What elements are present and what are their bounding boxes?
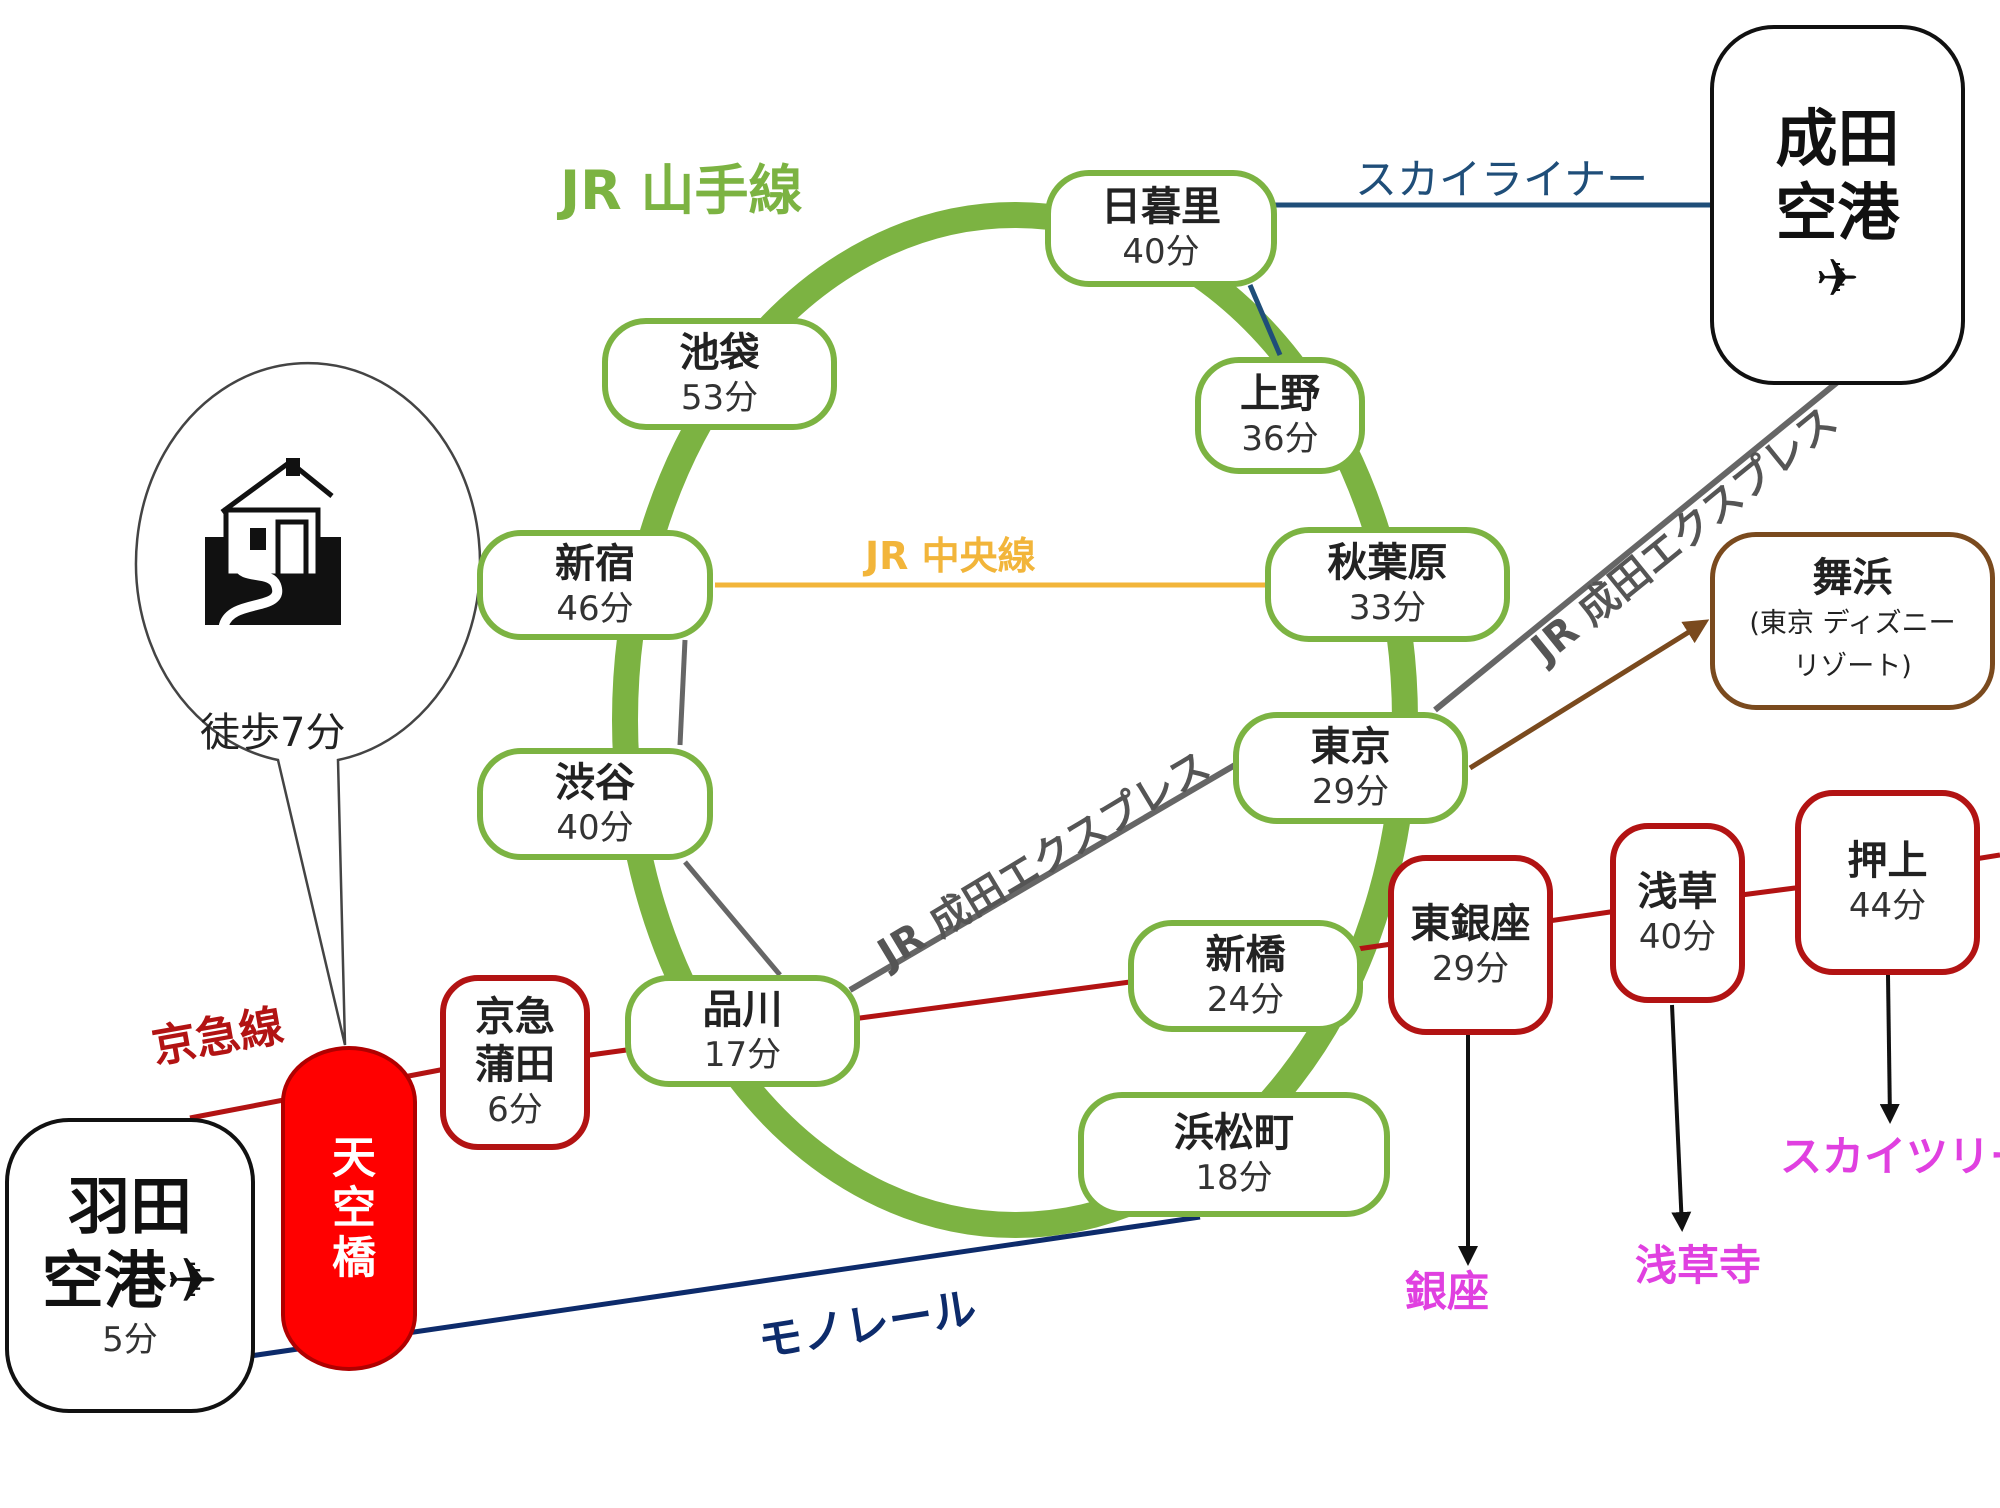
- station-oshiage-time: 44分: [1848, 886, 1927, 927]
- nex-line-lower: [848, 762, 1237, 993]
- station-shimbashi[interactable]: 新橋 24分: [1128, 920, 1363, 1032]
- station-keikyu-kamata-time: 6分: [487, 1090, 543, 1131]
- skyliner-line-label: スカイライナー: [1355, 155, 1649, 204]
- station-shinagawa[interactable]: 品川 17分: [625, 975, 860, 1087]
- station-ikebukuro[interactable]: 池袋 53分: [602, 318, 837, 430]
- nex-line-west-b: [683, 860, 782, 977]
- destination-sensoji: 浅草寺: [1635, 1241, 1762, 1290]
- station-maihama-desc-1: (東京 ディズニー: [1749, 607, 1956, 639]
- station-tenkubashi[interactable]: 天空橋: [281, 1046, 417, 1371]
- station-shimbashi-time: 24分: [1206, 979, 1285, 1020]
- nex-line-west-a: [677, 639, 688, 746]
- station-hamamatsucho-time: 18分: [1195, 1158, 1273, 1199]
- station-hamamatsucho-name: 浜松町: [1174, 1110, 1294, 1157]
- skyliner-line-branch: [1247, 284, 1283, 356]
- station-ueno[interactable]: 上野 36分: [1195, 357, 1365, 474]
- destination-skytree: スカイツリー: [1780, 1132, 2000, 1181]
- nex-line-upper: [1433, 377, 1842, 713]
- sensoji-arrow: [1670, 1004, 1692, 1232]
- destination-ginza: 銀座: [1405, 1267, 1490, 1316]
- station-asakusa[interactable]: 浅草 40分: [1610, 823, 1745, 1003]
- station-higashi-ginza-time: 29分: [1431, 948, 1510, 989]
- station-nippori-name: 日暮里: [1101, 184, 1221, 231]
- callout-bubble: [134, 361, 482, 1046]
- station-tenkubashi-name: 天空橋: [324, 1133, 375, 1284]
- station-asakusa-name: 浅草: [1637, 868, 1718, 915]
- station-shibuya-time: 40分: [556, 807, 634, 848]
- station-tokyo-time: 29分: [1311, 771, 1390, 812]
- skytree-arrow: [1879, 974, 1900, 1124]
- haneda-airport[interactable]: 羽田 空港✈ 5分: [5, 1118, 255, 1413]
- station-ueno-time: 36分: [1241, 419, 1319, 460]
- station-oshiage-name: 押上: [1847, 838, 1928, 885]
- station-maihama-name: 舞浜: [1812, 554, 1893, 601]
- station-shibuya-name: 渋谷: [555, 759, 635, 806]
- station-higashi-ginza-name: 東銀座: [1410, 900, 1531, 947]
- chuo-line-label: JR 中央線: [865, 534, 1036, 578]
- narita-airport[interactable]: 成田 空港 ✈: [1710, 25, 1965, 385]
- haneda-airport-name-2: 空港✈: [42, 1244, 218, 1318]
- station-akihabara[interactable]: 秋葉原 33分: [1265, 527, 1510, 642]
- haneda-airport-name-1: 羽田: [67, 1169, 192, 1243]
- narita-airport-name-2: 空港: [1775, 176, 1900, 250]
- station-keikyu-kamata-name-1: 京急: [475, 994, 555, 1041]
- house-icon: [205, 458, 341, 630]
- station-shinagawa-time: 17分: [703, 1034, 782, 1075]
- yamanote-line-label: JR 山手線: [560, 159, 803, 222]
- station-ueno-name: 上野: [1240, 371, 1320, 418]
- station-maihama[interactable]: 舞浜 (東京 ディズニー リゾート): [1710, 532, 1995, 710]
- station-asakusa-time: 40分: [1638, 916, 1717, 957]
- station-shimbashi-name: 新橋: [1205, 931, 1286, 978]
- station-nippori-time: 40分: [1122, 232, 1200, 273]
- station-akihabara-time: 33分: [1348, 588, 1427, 629]
- narita-airport-name-1: 成田: [1775, 102, 1900, 176]
- station-higashi-ginza[interactable]: 東銀座 29分: [1388, 855, 1553, 1035]
- station-shinjuku[interactable]: 新宿 46分: [477, 530, 713, 640]
- station-nippori[interactable]: 日暮里 40分: [1045, 170, 1277, 287]
- station-shinjuku-time: 46分: [556, 588, 634, 629]
- station-tokyo[interactable]: 東京 29分: [1233, 712, 1468, 824]
- station-shibuya[interactable]: 渋谷 40分: [477, 748, 713, 860]
- plane-icon: ✈: [1815, 248, 1860, 309]
- station-shinagawa-name: 品川: [702, 986, 783, 1033]
- station-oshiage[interactable]: 押上 44分: [1795, 790, 1980, 975]
- station-tokyo-name: 東京: [1310, 723, 1391, 770]
- station-akihabara-name: 秋葉原: [1327, 540, 1448, 587]
- haneda-airport-time: 5分: [102, 1319, 158, 1360]
- station-ikebukuro-name: 池袋: [679, 329, 760, 376]
- station-ikebukuro-time: 53分: [680, 377, 759, 418]
- station-keikyu-kamata[interactable]: 京急 蒲田 6分: [440, 975, 590, 1150]
- station-shinjuku-name: 新宿: [555, 540, 635, 587]
- station-maihama-desc-2: リゾート): [1793, 651, 1912, 682]
- walk-time-text: 徒歩7分: [200, 710, 346, 756]
- station-hamamatsucho[interactable]: 浜松町 18分: [1078, 1092, 1390, 1217]
- maihama-arrow: [1468, 619, 1710, 771]
- station-keikyu-kamata-name-2: 蒲田: [475, 1042, 555, 1089]
